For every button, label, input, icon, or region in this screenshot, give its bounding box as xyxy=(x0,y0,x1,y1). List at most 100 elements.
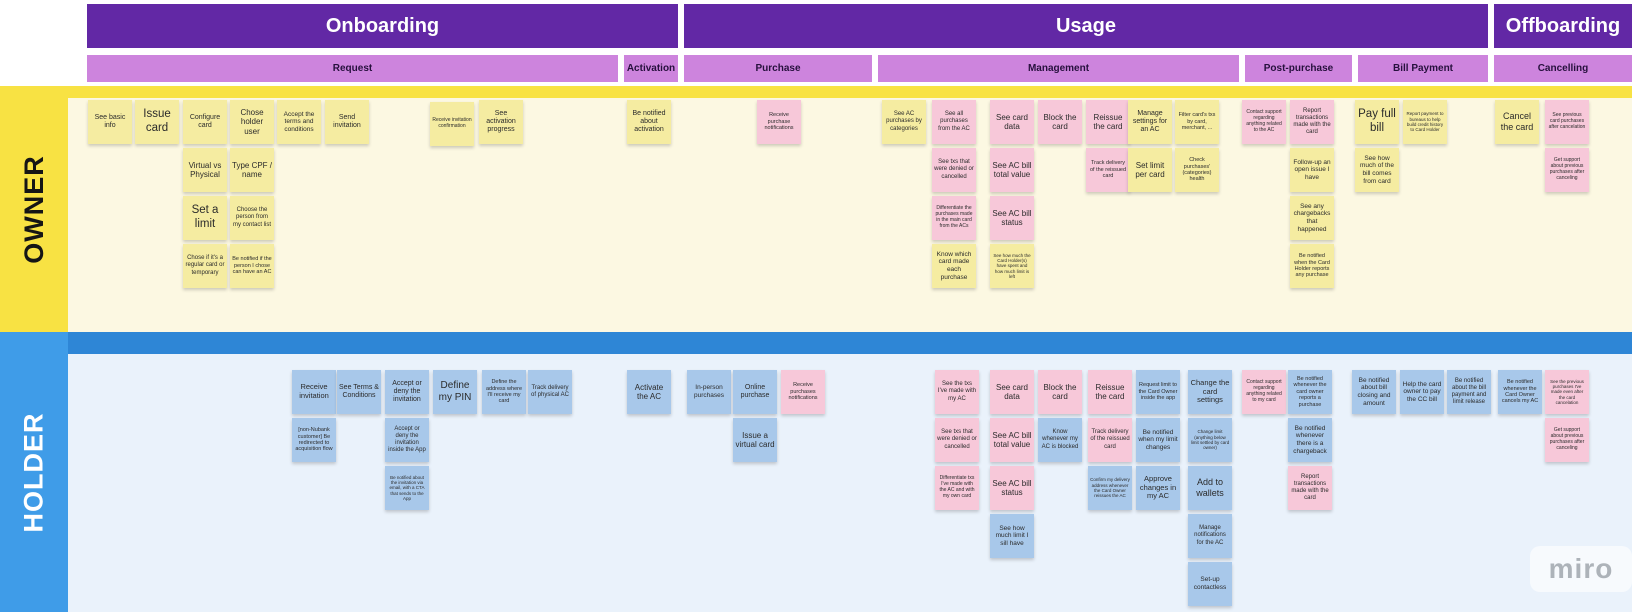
sticky-note[interactable]: Confirm my delivery address whenever the… xyxy=(1088,466,1132,510)
sticky-note[interactable]: See card data xyxy=(990,100,1034,144)
sticky-note[interactable]: Be notified if the person I chose can ha… xyxy=(230,244,274,288)
sticky-note[interactable]: See AC bill total value xyxy=(990,148,1034,192)
sticky-note[interactable]: Define the address where I'll receive my… xyxy=(482,370,526,414)
sticky-note[interactable]: Be notified about activation xyxy=(627,100,671,144)
sticky-note[interactable]: Reissue the card xyxy=(1086,100,1130,144)
stage-header-cancelling[interactable]: Cancelling xyxy=(1494,55,1632,82)
sticky-note[interactable]: Choose the person from my contact list xyxy=(230,196,274,240)
sticky-note[interactable]: Track delivery of physical AC xyxy=(528,370,572,414)
stage-header-post-purchase[interactable]: Post-purchase xyxy=(1245,55,1352,82)
sticky-note[interactable]: Change the card settings xyxy=(1188,370,1232,414)
sticky-note[interactable]: Be notified about the bill payment and l… xyxy=(1447,370,1491,414)
sticky-note[interactable]: Block the card xyxy=(1038,100,1082,144)
stage-header-purchase[interactable]: Purchase xyxy=(684,55,872,82)
stage-header-request[interactable]: Request xyxy=(87,55,618,82)
sticky-note[interactable]: Report payment to bureaus to help build … xyxy=(1403,100,1447,144)
sticky-note[interactable]: Define my PIN xyxy=(433,370,477,414)
sticky-note[interactable]: Follow-up an open issue I have xyxy=(1290,148,1334,192)
sticky-note[interactable]: Configure card xyxy=(183,100,227,144)
sticky-note[interactable]: [non-Nubank customer] Be redirected to a… xyxy=(292,418,336,462)
sticky-note[interactable]: Issue a virtual card xyxy=(733,418,777,462)
sticky-note[interactable]: See all purchases from the AC xyxy=(932,100,976,144)
sticky-note[interactable]: See basic info xyxy=(88,100,132,144)
sticky-note[interactable]: Report transactions made with the card xyxy=(1290,100,1334,144)
sticky-note[interactable]: Receive purchases notifications xyxy=(781,370,825,414)
sticky-note[interactable]: Know whenever my AC is blocked xyxy=(1038,418,1082,462)
sticky-note[interactable]: See any chargebacks that happened xyxy=(1290,196,1334,240)
sticky-note[interactable]: Request limit to the Card Owner inside t… xyxy=(1136,370,1180,414)
phase-header-onboarding[interactable]: Onboarding xyxy=(87,4,678,48)
sticky-note[interactable]: Activate the AC xyxy=(627,370,671,414)
sticky-note[interactable]: Filter card's txs by card, merchant, ... xyxy=(1175,100,1219,144)
sticky-note[interactable]: See AC bill total value xyxy=(990,418,1034,462)
phase-header-offboarding[interactable]: Offboarding xyxy=(1494,4,1632,48)
sticky-note[interactable]: Set a limit xyxy=(183,196,227,240)
sticky-note[interactable]: Be notified when the Card Holder reports… xyxy=(1290,244,1334,288)
sticky-note[interactable]: Track delivery of the reissued card xyxy=(1088,418,1132,462)
sticky-note[interactable]: Block the card xyxy=(1038,370,1082,414)
sticky-note[interactable]: Report transactions made with the card xyxy=(1288,466,1332,510)
sticky-note[interactable]: Track delivery of the reissued card xyxy=(1086,148,1130,192)
sticky-note[interactable]: Be notified whenever there is a chargeba… xyxy=(1288,418,1332,462)
sticky-note[interactable]: See txs that were denied or cancelled xyxy=(932,148,976,192)
sticky-note[interactable]: Be notified when my limit changes xyxy=(1136,418,1180,462)
sticky-note[interactable]: Be notified whenever the Card Owner canc… xyxy=(1498,370,1542,414)
sticky-note[interactable]: See AC bill status xyxy=(990,196,1034,240)
sticky-note[interactable]: Chose holder user xyxy=(230,100,274,144)
sticky-note[interactable]: Type CPF / name xyxy=(230,148,274,192)
sticky-note[interactable]: In-person purchases xyxy=(687,370,731,414)
sticky-note[interactable]: See AC purchases by categories xyxy=(882,100,926,144)
sticky-note[interactable]: Get support about previous purchases aft… xyxy=(1545,418,1589,462)
sticky-note[interactable]: Set-up contactless xyxy=(1188,562,1232,606)
sticky-note[interactable]: Be notified about the invitation via ema… xyxy=(385,466,429,510)
stage-header-activation[interactable]: Activation xyxy=(624,55,678,82)
sticky-note[interactable]: See activation progress xyxy=(479,100,523,144)
sticky-note[interactable]: Accept the terms and conditions xyxy=(277,100,321,144)
holder-lane-title: HOLDER xyxy=(18,412,49,532)
lane-label-holder[interactable]: HOLDER xyxy=(0,332,68,612)
sticky-note[interactable]: See how much the Card Holder(s) have spe… xyxy=(990,244,1034,288)
sticky-note[interactable]: Check purchases' (categories) health xyxy=(1175,148,1219,192)
sticky-note[interactable]: Manage settings for an AC xyxy=(1128,100,1172,144)
sticky-note[interactable]: Virtual vs Physical xyxy=(183,148,227,192)
sticky-note[interactable]: Issue card xyxy=(135,100,179,144)
sticky-note[interactable]: Chose if it's a regular card or temporar… xyxy=(183,244,227,288)
sticky-note[interactable]: See txs that were denied or cancelled xyxy=(935,418,979,462)
sticky-note[interactable]: Contact support regarding anything relat… xyxy=(1242,370,1286,414)
sticky-note[interactable]: See card data xyxy=(990,370,1034,414)
sticky-note[interactable]: Pay full bill xyxy=(1355,100,1399,144)
sticky-note[interactable]: Online purchase xyxy=(733,370,777,414)
sticky-note[interactable]: Send invitation xyxy=(325,100,369,144)
phase-header-usage[interactable]: Usage xyxy=(684,4,1488,48)
sticky-note[interactable]: See Terms & Conditions xyxy=(337,370,381,414)
sticky-note[interactable]: See the txs I've made with my AC xyxy=(935,370,979,414)
sticky-note[interactable]: Get support about previous purchases aft… xyxy=(1545,148,1589,192)
sticky-note[interactable]: See how much limit I sill have xyxy=(990,514,1034,558)
sticky-note[interactable]: Add to wallets xyxy=(1188,466,1232,510)
lane-label-owner[interactable]: OWNER xyxy=(0,86,68,332)
sticky-note[interactable]: Approve changes in my AC xyxy=(1136,466,1180,510)
sticky-note[interactable]: Manage notifications for the AC xyxy=(1188,514,1232,558)
sticky-note[interactable]: Reissue the card xyxy=(1088,370,1132,414)
sticky-note[interactable]: Receive purchase notifications xyxy=(757,100,801,144)
sticky-note[interactable]: See AC bill status xyxy=(990,466,1034,510)
sticky-note[interactable]: Receive invitation confirmation xyxy=(430,102,474,146)
sticky-note[interactable]: See how much of the bill comes from card xyxy=(1355,148,1399,192)
stage-header-management[interactable]: Management xyxy=(878,55,1239,82)
sticky-note[interactable]: See the previous purchases I've made eve… xyxy=(1545,370,1589,414)
sticky-note[interactable]: Help the card owner to pay the CC bill xyxy=(1400,370,1444,414)
sticky-note[interactable]: Receive invitation xyxy=(292,370,336,414)
sticky-note[interactable]: Be notified whenever the card owner repo… xyxy=(1288,370,1332,414)
sticky-note[interactable]: Cancel the card xyxy=(1495,100,1539,144)
sticky-note[interactable]: Accept or deny the invitation xyxy=(385,370,429,414)
sticky-note[interactable]: Differentiate the purchases made in the … xyxy=(932,196,976,240)
sticky-note[interactable]: Accept or deny the invitation inside the… xyxy=(385,418,429,462)
sticky-note[interactable]: Be notified about bill closing and amoun… xyxy=(1352,370,1396,414)
sticky-note[interactable]: Change limit (anything below limit settl… xyxy=(1188,418,1232,462)
sticky-note[interactable]: Contact support regarding anything relat… xyxy=(1242,100,1286,144)
sticky-note[interactable]: Set limit per card xyxy=(1128,148,1172,192)
sticky-note[interactable]: Differentiate txs I've made with the AC … xyxy=(935,466,979,510)
sticky-note[interactable]: See previous card purchases after cancel… xyxy=(1545,100,1589,144)
sticky-note[interactable]: Know which card made each purchase xyxy=(932,244,976,288)
stage-header-bill-payment[interactable]: Bill Payment xyxy=(1358,55,1488,82)
